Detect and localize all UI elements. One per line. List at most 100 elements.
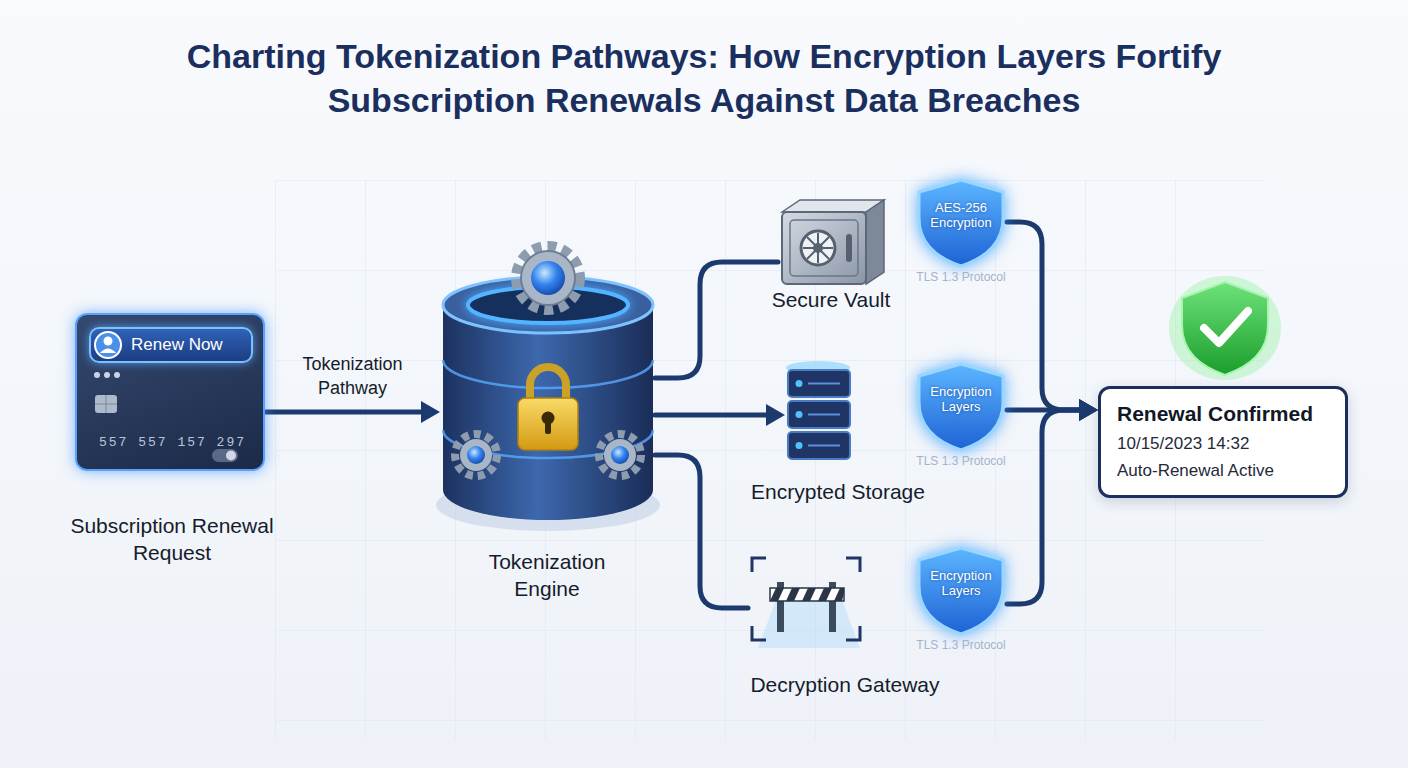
status-heading: Renewal Confirmed — [1117, 402, 1313, 426]
card-decoration — [212, 449, 238, 462]
card-decoration — [94, 332, 238, 462]
tokenization-engine-illustration — [436, 246, 660, 531]
card-decoration — [100, 349, 116, 354]
arrow-head — [1079, 399, 1098, 421]
card-decoration — [94, 372, 100, 378]
vault-illustration — [782, 212, 866, 284]
edge-label: Tokenization Pathway — [283, 352, 423, 400]
decryption-gateway: Decryption Gateway — [748, 555, 860, 645]
gateway-illustration — [818, 588, 832, 601]
protocol-note: TLS 1.3 Protocol — [891, 270, 1031, 284]
encryption-shield: AES-256 EncryptionTLS 1.3 Protocol — [915, 178, 1007, 268]
card-decoration — [95, 395, 117, 413]
storage-illustration — [786, 361, 850, 459]
gateway-illustration — [786, 588, 800, 601]
arrow-head — [421, 401, 440, 423]
node-label: Tokenization Engine — [457, 548, 637, 602]
renew-button: Renew Now — [89, 327, 253, 363]
storage-illustration — [796, 411, 803, 418]
encrypted-storage: Encrypted Storage — [785, 362, 853, 462]
tokenization-engine-illustration — [467, 446, 485, 464]
protocol-note: TLS 1.3 Protocol — [891, 638, 1031, 652]
gateway-illustration — [777, 582, 784, 632]
card-decoration — [104, 372, 110, 378]
vault-illustration — [782, 200, 884, 212]
vault-illustration — [790, 220, 858, 276]
shield-outline — [919, 364, 1003, 450]
storage-illustration — [796, 380, 803, 387]
card-decoration — [104, 337, 113, 346]
shield-outline — [919, 180, 1003, 266]
tokenization-engine-illustration — [436, 479, 660, 531]
arrow-head — [1079, 399, 1098, 421]
connector-line — [655, 413, 768, 418]
connector — [655, 404, 785, 426]
vault-illustration — [813, 243, 823, 253]
shield-label: Encryption Layers — [923, 384, 999, 414]
tokenization-engine-illustration — [521, 251, 575, 305]
tokenization-engine-illustration — [443, 430, 653, 458]
confirmation-shield — [1169, 276, 1281, 380]
card-number: 557 557 157 297 — [99, 435, 246, 450]
tokenization-engine-illustration — [530, 367, 566, 402]
confirmation-shield — [1182, 282, 1268, 375]
shield-label: Encryption Layers — [923, 568, 999, 598]
storage-illustration — [796, 442, 803, 449]
shield-outline — [919, 548, 1003, 634]
storage-illustration — [786, 361, 850, 375]
gateway-illustration — [770, 588, 844, 601]
card-decoration — [226, 451, 236, 461]
connector-line — [1007, 222, 1081, 410]
diagram-title: Charting Tokenization Pathways: How Encr… — [154, 34, 1254, 122]
tokenization-engine-illustration — [542, 412, 555, 425]
arrow-head — [766, 404, 785, 426]
connector — [655, 455, 748, 608]
node-label: Subscription Renewal Request — [47, 512, 297, 566]
confirmation-box: Renewal Confirmed 10/15/2023 14:32Auto-Re… — [1098, 386, 1348, 498]
tokenization-engine-illustration — [545, 418, 551, 434]
tokenization-engine-illustration — [516, 246, 580, 310]
connector — [265, 401, 440, 423]
vault-illustration — [866, 200, 884, 284]
confirmation-shield — [1169, 276, 1281, 380]
arrow-head — [1079, 399, 1098, 421]
gateway-illustration — [802, 588, 816, 601]
storage-illustration — [808, 384, 840, 446]
connector-line — [1007, 410, 1081, 604]
shield-label: AES-256 Encryption — [923, 200, 999, 230]
tokenization-engine-illustration — [518, 398, 578, 450]
tokenization-engine-illustration — [443, 305, 653, 520]
timestamp: 10/15/2023 14:32 — [1117, 434, 1249, 454]
storage-illustration — [788, 370, 850, 397]
protocol-note: TLS 1.3 Protocol — [891, 454, 1031, 468]
tokenization-engine-illustration — [531, 261, 565, 295]
connector-line — [655, 262, 778, 378]
status-note: Auto-Renewal Active — [1117, 461, 1274, 481]
node-label: Encrypted Storage — [708, 478, 968, 505]
request-card: 557 557 157 297Subscription Renewal Requ… — [75, 313, 265, 471]
tokenization-engine-illustration — [611, 446, 629, 464]
tokenization-engine-illustration — [468, 287, 628, 323]
confirmation-shield — [1204, 311, 1248, 343]
gateway-illustration — [752, 558, 860, 648]
tokenization-engine-illustration — [604, 439, 636, 471]
gateway-illustration — [829, 582, 836, 632]
tokenization-engine-illustration — [443, 277, 653, 333]
tokenization-engine: Tokenization Engine — [440, 240, 655, 530]
node-label: Secure Vault — [716, 286, 946, 313]
tokenization-engine-illustration — [443, 360, 653, 388]
tokenization-engine-illustration — [599, 434, 641, 476]
vault-illustration — [801, 231, 835, 265]
connector — [1007, 399, 1098, 604]
gateway-illustration — [834, 588, 844, 601]
card-decoration — [95, 395, 117, 413]
card-decoration — [114, 372, 120, 378]
gateway-illustration — [752, 558, 860, 640]
vault-illustration — [782, 200, 884, 284]
encryption-shield: Encryption LayersTLS 1.3 Protocol — [915, 546, 1007, 636]
encryption-shield: Encryption LayersTLS 1.3 Protocol — [915, 362, 1007, 452]
node-label: Decryption Gateway — [715, 671, 975, 698]
connector-line — [265, 410, 423, 415]
button-label: Renew Now — [131, 329, 251, 361]
